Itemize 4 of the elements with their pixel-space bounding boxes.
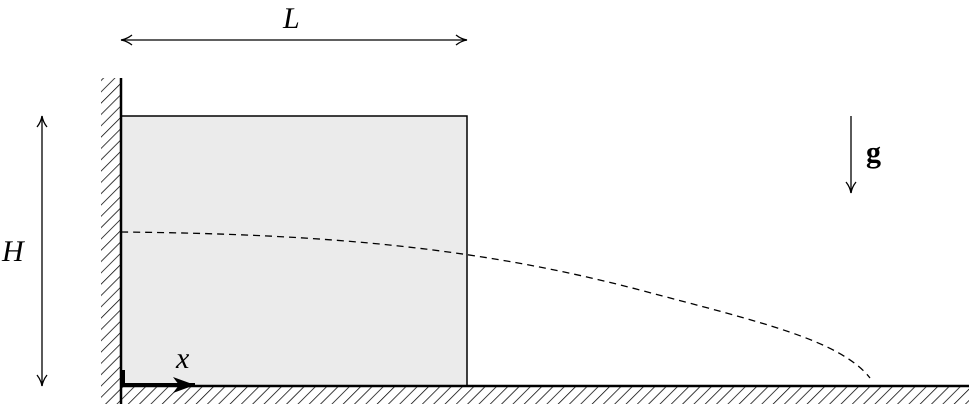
dimension-label: L — [283, 4, 300, 34]
axis-label: x — [176, 344, 190, 374]
dimension-label: H — [2, 237, 24, 267]
gravity-label: g — [866, 138, 881, 168]
